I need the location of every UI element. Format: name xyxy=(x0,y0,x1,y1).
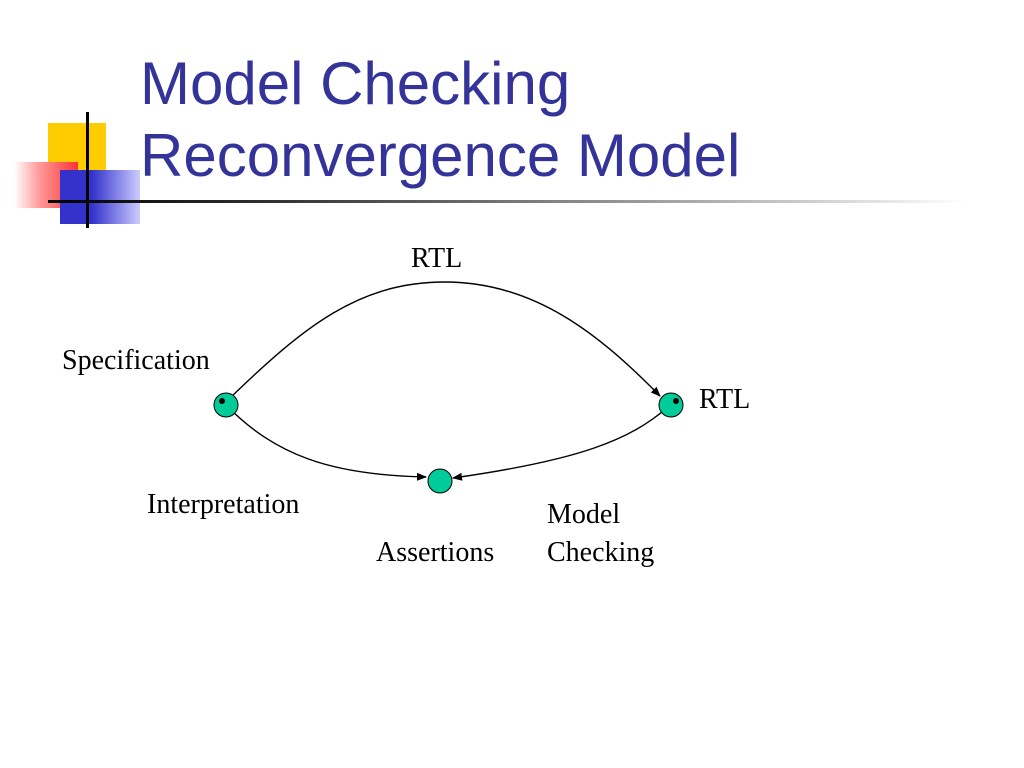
label-rtl-right: RTL xyxy=(699,384,751,415)
arc-specification-to-rtl xyxy=(227,281,661,401)
slide-title-line-2: Reconvergence Model xyxy=(140,122,741,189)
arc-specification-to-assertions xyxy=(225,404,427,481)
label-specification: Specification xyxy=(62,345,210,376)
label-model-checking-line-2: Checking xyxy=(547,537,655,568)
label-assertions: Assertions xyxy=(376,537,495,568)
decor-vertical-line xyxy=(86,112,89,228)
rtl-node xyxy=(658,392,684,418)
label-rtl-top: RTL xyxy=(411,243,463,274)
slide-title: Model Checking Reconvergence Model xyxy=(140,48,740,192)
specification-node xyxy=(213,392,239,418)
slide-title-line-1: Model Checking xyxy=(140,50,571,117)
label-model-checking: Model Checking xyxy=(547,496,707,572)
assertions-node xyxy=(427,468,453,494)
arc-rtl-to-assertions xyxy=(452,406,669,481)
title-underline xyxy=(48,200,968,203)
label-interpretation: Interpretation xyxy=(147,489,300,520)
decor-blue-square xyxy=(60,170,140,224)
label-model-checking-line-1: Model xyxy=(547,499,621,530)
specification-node-dot xyxy=(219,398,225,404)
rtl-node-dot xyxy=(673,398,679,404)
